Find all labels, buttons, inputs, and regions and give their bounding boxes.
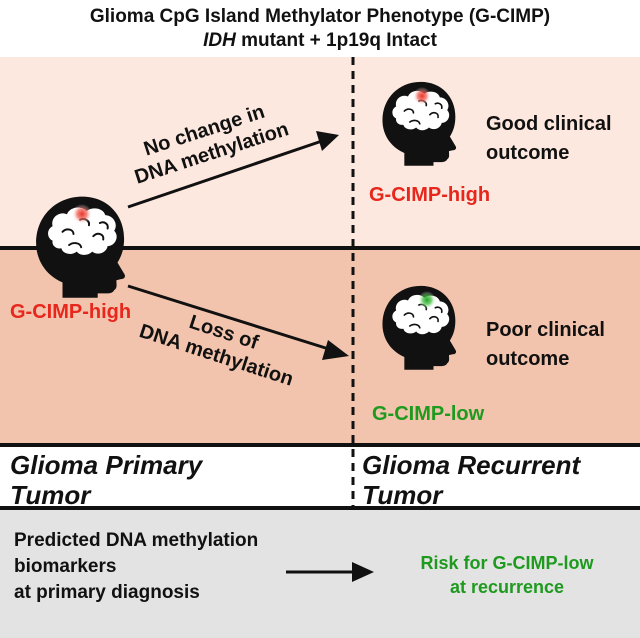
poor-outcome-label: Poor clinical outcome	[486, 316, 605, 374]
recurrent-low-status: G-CIMP-low	[372, 403, 485, 425]
primary-tumor-line1: Glioma Primary	[10, 450, 203, 480]
prediction-line1: Predicted DNA methylation	[14, 530, 259, 551]
poor-outcome-line2: outcome	[486, 348, 570, 370]
risk-line2: at recurrence	[449, 577, 565, 597]
recurrent-tumor-line2: Tumor	[362, 480, 443, 510]
primary-status: G-CIMP-high	[10, 301, 132, 323]
primary-tumor-label: Glioma Primary Tumor	[10, 450, 202, 510]
subtitle-rest: mutant + 1p19q Intact	[235, 30, 437, 51]
prediction-arrow	[286, 562, 374, 582]
good-outcome-head-icon	[381, 81, 457, 167]
no-change-arrow	[127, 131, 339, 209]
good-outcome-line2: outcome	[486, 142, 570, 164]
risk-line1: Risk for G-CIMP-low	[420, 553, 594, 573]
recurrence-risk-text: Risk for G-CIMP-low at recurrence	[382, 551, 632, 599]
recurrent-high-status: G-CIMP-high	[369, 184, 491, 206]
recurrent-tumor-label: Glioma Recurrent Tumor	[362, 450, 580, 510]
loss-arrow	[127, 284, 349, 360]
poor-outcome-line1: Poor clinical	[486, 319, 605, 341]
recurrent-tumor-line1: Glioma Recurrent	[362, 450, 581, 480]
prediction-biomarkers-text: Predicted DNA methylation biomarkers at …	[14, 528, 258, 606]
figure-subtitle: IDH mutant + 1p19q Intact	[0, 30, 640, 52]
poor-outcome-head-icon	[381, 285, 457, 371]
good-outcome-label: Good clinical outcome	[486, 110, 612, 168]
idh-gene-label: IDH	[203, 30, 236, 51]
prediction-line2: biomarkers	[14, 556, 117, 577]
prediction-line3: at primary diagnosis	[14, 582, 200, 603]
primary-tumor-line2: Tumor	[10, 480, 91, 510]
primary-head-icon	[35, 195, 127, 299]
figure-title: Glioma CpG Island Methylator Phenotype (…	[89, 6, 551, 27]
good-outcome-line1: Good clinical	[486, 113, 612, 135]
